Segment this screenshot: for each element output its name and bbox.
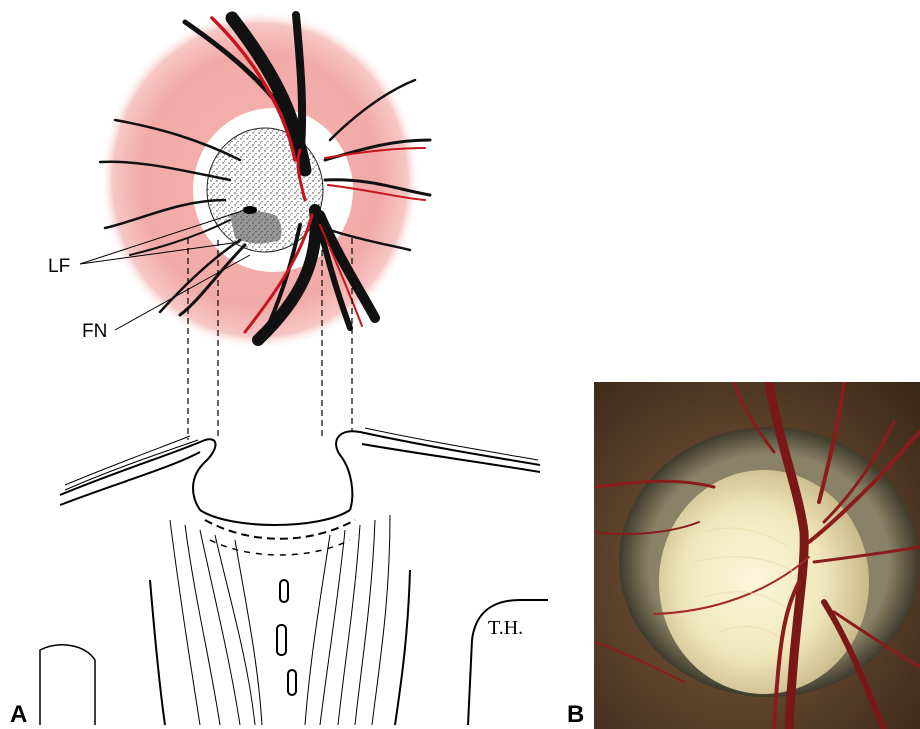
lamina-pore xyxy=(243,206,257,214)
panel-a-diagram: LF FN xyxy=(0,0,590,729)
disc-pale-area xyxy=(659,470,869,694)
label-lf: LF xyxy=(48,256,70,277)
nerve-cross-section xyxy=(40,428,548,725)
panel-b-letter: B xyxy=(567,703,584,727)
lamina-pores xyxy=(230,211,282,244)
artist-signature: T.H. xyxy=(488,617,523,639)
panel-a-letter: A xyxy=(10,703,27,727)
panel-b-fundus-photo xyxy=(594,382,920,729)
label-fn: FN xyxy=(82,321,107,342)
